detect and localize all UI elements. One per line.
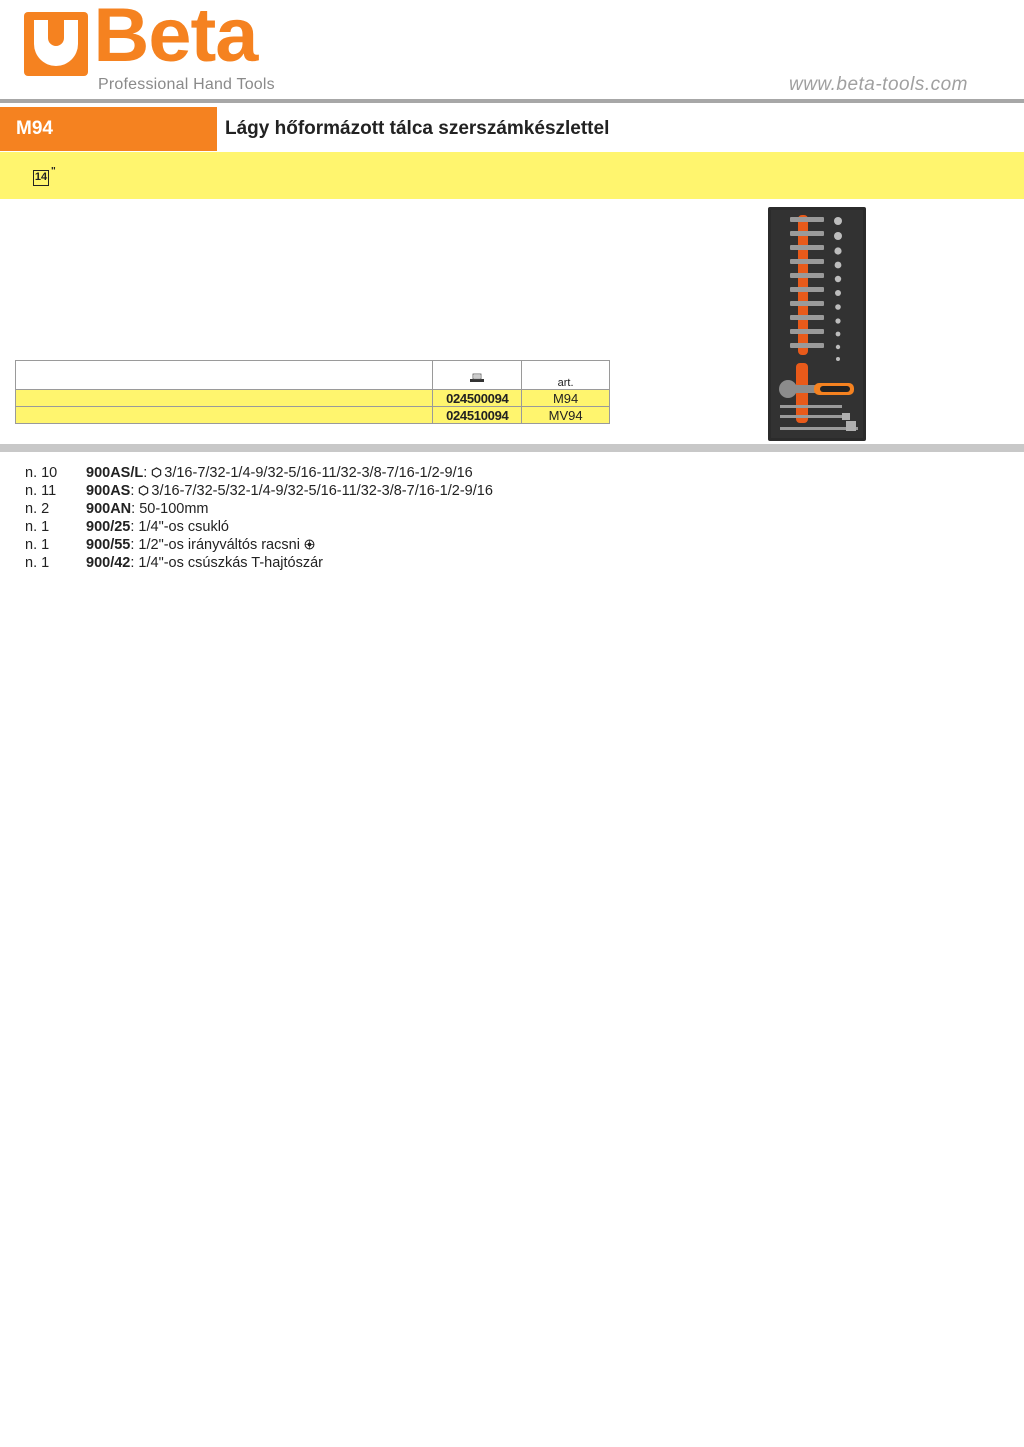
table-cell-code: 024510094 (432, 406, 523, 424)
hex-socket-icon (139, 485, 149, 496)
table-header-desc (14, 360, 434, 390)
table-header-art: art. (521, 360, 610, 390)
ratchet-icon (304, 539, 315, 550)
brand-name: Beta (93, 0, 258, 78)
item-sizes: 50-100mm (139, 501, 209, 517)
item-quantity: n. 2 (25, 501, 50, 517)
item-sizes: 1/4"-os csukló (138, 519, 229, 535)
item-quantity: n. 1 (25, 555, 50, 571)
item-sizes: 3/16-7/32-1/4-9/32-5/16-11/32-3/8-7/16-1… (164, 465, 473, 481)
item-sizes: 3/16-7/32-5/32-1/4-9/32-5/16-11/32-3/8-7… (151, 483, 493, 499)
item-description: 900/25: 1/4"-os csukló (86, 519, 229, 535)
item-description: 900AS/L:3/16-7/32-1/4-9/32-5/16-11/32-3/… (86, 465, 473, 481)
table-cell-code: 024500094 (432, 389, 523, 407)
drive-size-band (0, 152, 1024, 199)
product-code: M94 (0, 107, 217, 151)
brand-tagline: Professional Hand Tools (98, 76, 275, 93)
item-quantity: n. 1 (25, 537, 50, 553)
table-header-code (432, 360, 523, 390)
item-description: 900/42: 1/4"-os csúszkás T-hajtószár (86, 555, 324, 571)
item-quantity: n. 11 (25, 483, 57, 499)
drive-size-badge: 14 (33, 170, 49, 186)
table-row: 024510094 MV94 (14, 406, 610, 424)
item-reference: 900AN (86, 501, 132, 517)
item-reference: 900AS/L (86, 465, 144, 481)
article-table: art. 024500094 M94 024510094 MV94 (14, 360, 610, 424)
item-quantity: n. 1 (25, 519, 50, 535)
item-description: 900AN: 50-100mm (86, 501, 209, 517)
wrench-logo-icon (24, 12, 88, 76)
brand-logo: Beta Professional Hand Tools (24, 0, 294, 96)
item-reference: 900AS (86, 483, 131, 499)
item-description: 900AS:3/16-7/32-5/32-1/4-9/32-5/16-11/32… (86, 483, 493, 499)
item-reference: 900/55 (86, 537, 131, 553)
item-quantity: n. 10 (25, 465, 58, 481)
table-cell-desc (14, 389, 434, 407)
header-divider (0, 99, 1024, 103)
item-description: 900/55: 1/2"-os irányváltós racsni (86, 536, 317, 554)
barcode-icon (469, 373, 485, 383)
drive-size-unit: " (51, 166, 56, 177)
product-image (768, 207, 866, 441)
table-cell-art: MV94 (521, 406, 610, 424)
item-sizes: 1/4"-os csúszkás T-hajtószár (138, 555, 324, 571)
item-reference: 900/42 (86, 555, 131, 571)
table-header-row: art. (14, 360, 610, 390)
page-title: Lágy hőformázott tálca szerszámkészlette… (225, 118, 610, 139)
item-reference: 900/25 (86, 519, 131, 535)
table-cell-art: M94 (521, 389, 610, 407)
hex-socket-icon (152, 467, 162, 478)
website-link[interactable]: www.beta-tools.com (788, 74, 968, 95)
table-cell-desc (14, 406, 434, 424)
table-row: 024500094 M94 (14, 389, 610, 407)
section-divider (0, 444, 1024, 452)
item-sizes: 1/2"-os irányváltós racsni (138, 537, 300, 553)
